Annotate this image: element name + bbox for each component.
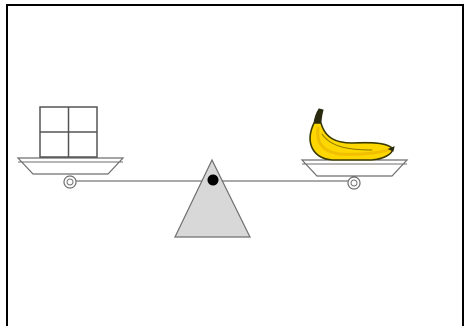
weight-box-icon [39, 106, 98, 158]
banana-icon [309, 108, 395, 161]
left-pan-hinge-inner [66, 178, 74, 186]
fulcrum-triangle [174, 158, 251, 238]
left-pan [16, 157, 125, 189]
left-pan-tray [16, 157, 125, 175]
right-pan-hinge-inner [350, 179, 358, 187]
right-pan-tray [300, 159, 409, 177]
pivot-point [207, 174, 219, 186]
